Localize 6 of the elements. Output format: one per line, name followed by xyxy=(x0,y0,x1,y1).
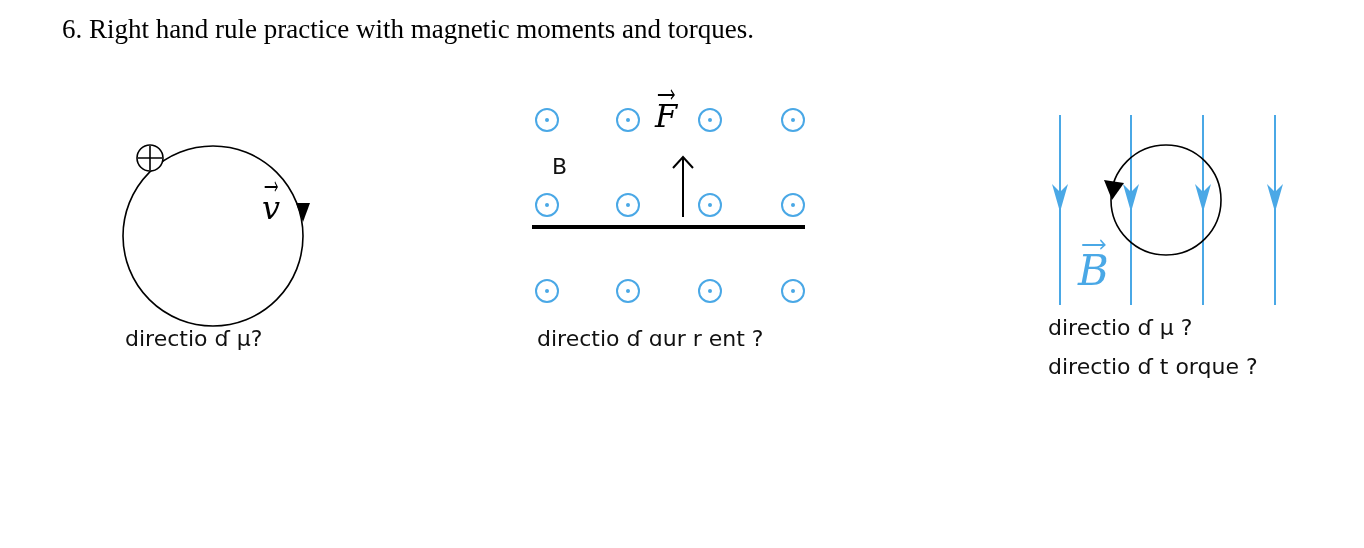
question-text: directio ɗ µ? xyxy=(125,328,263,350)
question-text: directio ɗ µ ? xyxy=(1048,317,1193,339)
field-label: B xyxy=(552,156,568,178)
question-text: directio ɗ ɑur r ent ? xyxy=(537,328,764,350)
question-text: directio ɗ t orque ? xyxy=(1048,356,1258,378)
title: 6. Right hand rule practice with magnetic moments and torques. xyxy=(62,16,755,43)
